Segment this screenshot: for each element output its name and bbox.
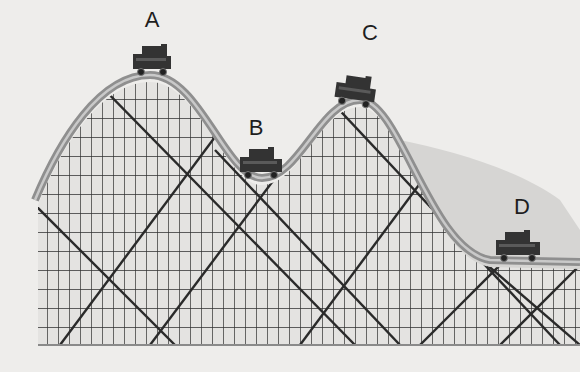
coaster-car — [334, 72, 378, 109]
coaster-car — [240, 147, 282, 179]
point-label: C — [362, 22, 378, 44]
ground-line — [38, 344, 580, 346]
trestle-structure — [20, 60, 580, 345]
coaster-track — [35, 75, 580, 262]
coaster-car — [496, 230, 540, 262]
coaster-car — [133, 44, 171, 76]
point-label: B — [249, 117, 264, 139]
coaster-rail — [35, 75, 580, 262]
point-label: A — [145, 9, 160, 31]
point-label: D — [514, 196, 530, 218]
